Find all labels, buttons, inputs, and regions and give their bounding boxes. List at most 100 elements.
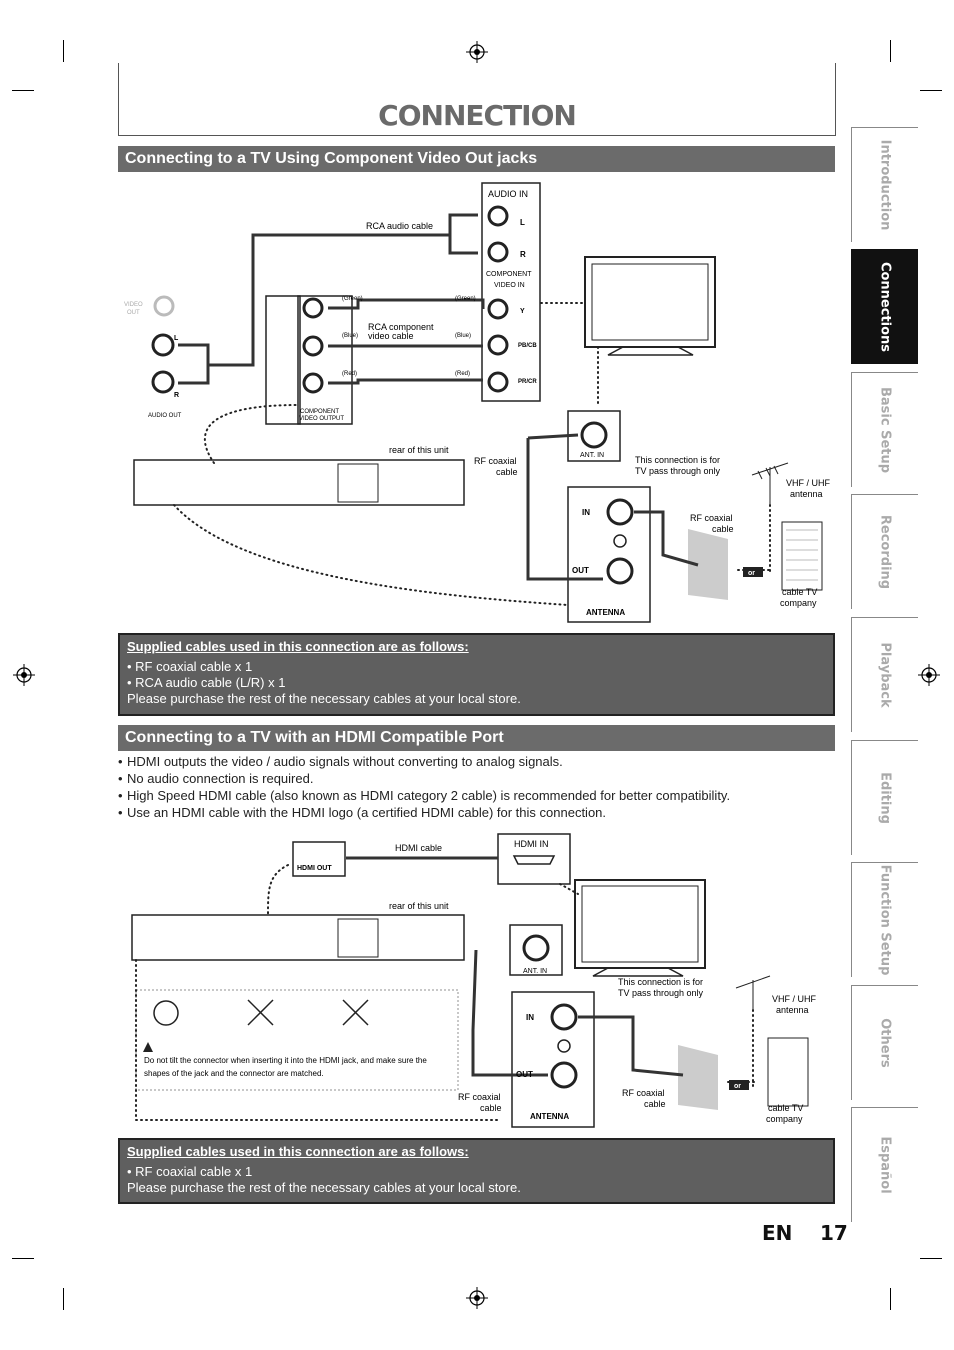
title-box: CONNECTION xyxy=(118,63,836,136)
label-hdmi-out: HDMI OUT xyxy=(297,865,332,872)
tab-playback[interactable]: Playback xyxy=(851,617,918,732)
registration-mark-icon xyxy=(466,41,488,63)
label-rear-of-unit: rear of this unit xyxy=(389,901,449,911)
tab-label: Español xyxy=(877,1136,893,1194)
label-cable-tv-2: company xyxy=(766,1114,803,1124)
label-red: (Red) xyxy=(342,371,357,377)
label-y: Y xyxy=(520,308,525,315)
label-r: R xyxy=(520,250,526,259)
label-hdmi-cable: HDMI cable xyxy=(395,843,442,853)
label-blue-tv: (Blue) xyxy=(455,333,471,339)
note-line: • RF coaxial cable x 1 xyxy=(127,659,253,674)
label-green-tv: (Green) xyxy=(455,296,476,302)
tab-basic-setup[interactable]: Basic Setup xyxy=(851,372,918,487)
label-rf-coaxial-2: cable xyxy=(480,1103,502,1113)
section-heading-component: Connecting to a TV Using Component Video… xyxy=(118,146,835,172)
label-cable-tv: cable TV xyxy=(782,587,817,597)
label-vhf-uhf: VHF / UHF xyxy=(786,478,831,488)
crop-mark xyxy=(920,90,942,91)
tab-label: Playback xyxy=(877,642,893,708)
label-rca-component: RCA component xyxy=(368,322,434,332)
label-out: OUT xyxy=(516,1070,533,1079)
tab-label: Function Setup xyxy=(877,864,893,976)
crop-mark xyxy=(890,40,891,62)
crop-mark xyxy=(12,90,34,91)
label-or: or xyxy=(734,1083,741,1090)
note-line: Please purchase the rest of the necessar… xyxy=(127,691,521,706)
tab-introduction[interactable]: Introduction xyxy=(851,127,918,242)
label-ant-in: ANT. IN xyxy=(580,452,604,459)
tab-editing[interactable]: Editing xyxy=(851,740,918,855)
label-pr-cr: PR/CR xyxy=(518,379,537,385)
label-rear-of-unit: rear of this unit xyxy=(389,445,449,455)
registration-mark-icon xyxy=(918,664,940,686)
note-line: Please purchase the rest of the necessar… xyxy=(127,1180,521,1195)
tab-label: Introduction xyxy=(877,139,893,231)
label-rf-coaxial-b: RF coaxial xyxy=(690,513,733,523)
tab-function-setup[interactable]: Function Setup xyxy=(851,862,918,977)
note-line: • RCA audio cable (L/R) x 1 xyxy=(127,675,286,690)
label-pass-through-2: TV pass through only xyxy=(618,988,704,998)
tab-label: Editing xyxy=(877,772,893,824)
label-or: or xyxy=(748,570,755,577)
tab-label: Basic Setup xyxy=(877,386,893,474)
label-out: OUT xyxy=(572,566,589,575)
tab-label: Others xyxy=(877,1018,893,1068)
bullet-item: Use an HDMI cable with the HDMI logo (a … xyxy=(118,804,835,821)
label-vhf-uhf-2: antenna xyxy=(776,1005,809,1015)
label-component-video-output-2: VIDEO OUTPUT xyxy=(299,416,344,422)
tab-recording[interactable]: Recording xyxy=(851,494,918,609)
tab-espanol[interactable]: Español xyxy=(851,1107,918,1222)
bullet-item: No audio connection is required. xyxy=(118,770,835,787)
label-rf-coaxial: RF coaxial xyxy=(458,1092,501,1102)
crop-mark xyxy=(63,1288,64,1310)
page-number: 17 xyxy=(820,1221,848,1245)
label-audio-out: AUDIO OUT xyxy=(148,413,182,419)
registration-mark-icon xyxy=(466,1287,488,1309)
bullet-item: High Speed HDMI cable (also known as HDM… xyxy=(118,787,835,804)
label-video-out-2: OUT xyxy=(127,310,140,316)
crop-mark xyxy=(920,1258,942,1259)
label-in: IN xyxy=(582,508,590,517)
hdmi-connection-diagram: HDMI cable HDMI IN HDMI OUT rear of this… xyxy=(131,833,817,1128)
hdmi-bullet-list: HDMI outputs the video / audio signals w… xyxy=(118,753,835,821)
label-unit-l: L xyxy=(174,335,179,342)
note-title: Supplied cables used in this connection … xyxy=(127,1144,469,1159)
page-title: CONNECTION xyxy=(378,99,577,132)
supplied-cables-note-2: Supplied cables used in this connection … xyxy=(118,1138,835,1204)
label-ant-in: ANT. IN xyxy=(523,968,547,975)
label-pb-cb: PB/CB xyxy=(518,343,537,349)
tab-label: Recording xyxy=(877,514,893,590)
label-rf-coaxial-b: RF coaxial xyxy=(622,1088,665,1098)
label-cable-tv-2: company xyxy=(780,598,817,608)
crop-mark xyxy=(12,1258,34,1259)
label-component-video-in: COMPONENT xyxy=(486,271,532,278)
tab-label: Connections xyxy=(877,261,893,353)
label-blue: (Blue) xyxy=(342,333,358,339)
label-hdmi-in: HDMI IN xyxy=(514,839,549,849)
label-vhf-uhf-2: antenna xyxy=(790,489,823,499)
label-antenna: ANTENNA xyxy=(530,1112,569,1121)
label-green: (Green) xyxy=(342,296,363,302)
label-rca-audio-cable: RCA audio cable xyxy=(366,221,433,231)
label-rf-coaxial: RF coaxial xyxy=(474,456,517,466)
crop-mark xyxy=(63,40,64,62)
label-rf-coaxial-2: cable xyxy=(496,467,518,477)
label-component-video-in-2: VIDEO IN xyxy=(494,282,525,289)
label-cable-tv: cable TV xyxy=(768,1103,803,1113)
registration-mark-icon xyxy=(13,664,35,686)
warning-text: Do not tilt the connector when inserting… xyxy=(144,1056,427,1065)
label-unit-r: R xyxy=(174,392,179,399)
language-code: EN xyxy=(762,1221,793,1245)
label-audio-in: AUDIO IN xyxy=(488,189,528,199)
supplied-cables-note-1: Supplied cables used in this connection … xyxy=(118,633,835,716)
label-red-tv: (Red) xyxy=(455,371,470,377)
tab-others[interactable]: Others xyxy=(851,985,918,1100)
warning-text-2: shapes of the jack and the connector are… xyxy=(144,1069,324,1078)
tab-connections[interactable]: Connections xyxy=(851,249,918,364)
crop-mark xyxy=(890,1288,891,1310)
bullet-item: HDMI outputs the video / audio signals w… xyxy=(118,753,835,770)
note-line: • RF coaxial cable x 1 xyxy=(127,1164,253,1179)
label-rf-coaxial-b-2: cable xyxy=(644,1099,666,1109)
label-rca-component-2: video cable xyxy=(368,331,414,341)
